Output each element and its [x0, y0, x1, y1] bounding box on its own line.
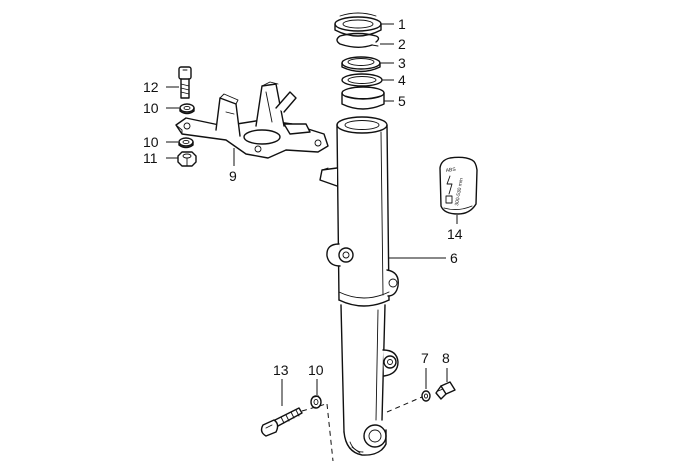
part-7-washer	[421, 390, 431, 402]
part-10c-washer	[310, 395, 322, 409]
callout-labels: 1 2 3 4 5 6 7 8 9 10 10 10 11 12 13 14	[143, 16, 463, 378]
part-4-shim-ring	[341, 73, 383, 87]
callout-10-upper: 10	[143, 100, 159, 116]
callout-10-middle: 10	[143, 134, 159, 150]
part-5-bushing	[341, 86, 385, 110]
callout-1: 1	[398, 16, 406, 32]
assembly-lines	[301, 396, 423, 461]
part-11-nut	[177, 151, 197, 167]
part-6-slider-tube	[319, 116, 399, 456]
callout-13: 13	[273, 362, 289, 378]
callout-12: 12	[143, 79, 159, 95]
oil-bottle-volume: 300-530 mm	[454, 178, 465, 207]
part-3-seal-ring	[341, 56, 381, 73]
part-9-bracket	[175, 81, 329, 159]
part-8-drain-screw	[435, 381, 456, 400]
callout-11: 11	[143, 150, 158, 166]
oil-bottle-brand: ABS	[445, 167, 456, 174]
leader-lines	[166, 23, 458, 406]
callout-3: 3	[398, 55, 406, 71]
callout-14: 14	[447, 226, 463, 242]
part-14-fork-oil: ABS 300-530 mm	[439, 156, 478, 215]
callout-5: 5	[398, 93, 406, 109]
callout-6: 6	[450, 250, 458, 266]
part-2-circlip	[336, 32, 380, 48]
part-1-dust-seal	[334, 12, 382, 37]
part-10a-washer	[179, 103, 195, 115]
callout-8: 8	[442, 350, 450, 366]
callout-4: 4	[398, 72, 406, 88]
part-12-bolt	[178, 66, 192, 99]
callout-10-lower: 10	[308, 362, 324, 378]
callout-9: 9	[229, 168, 237, 184]
part-13-long-bolt	[260, 407, 303, 437]
part-10b-washer	[178, 137, 194, 149]
callout-7: 7	[421, 350, 429, 366]
callout-2: 2	[398, 36, 406, 52]
